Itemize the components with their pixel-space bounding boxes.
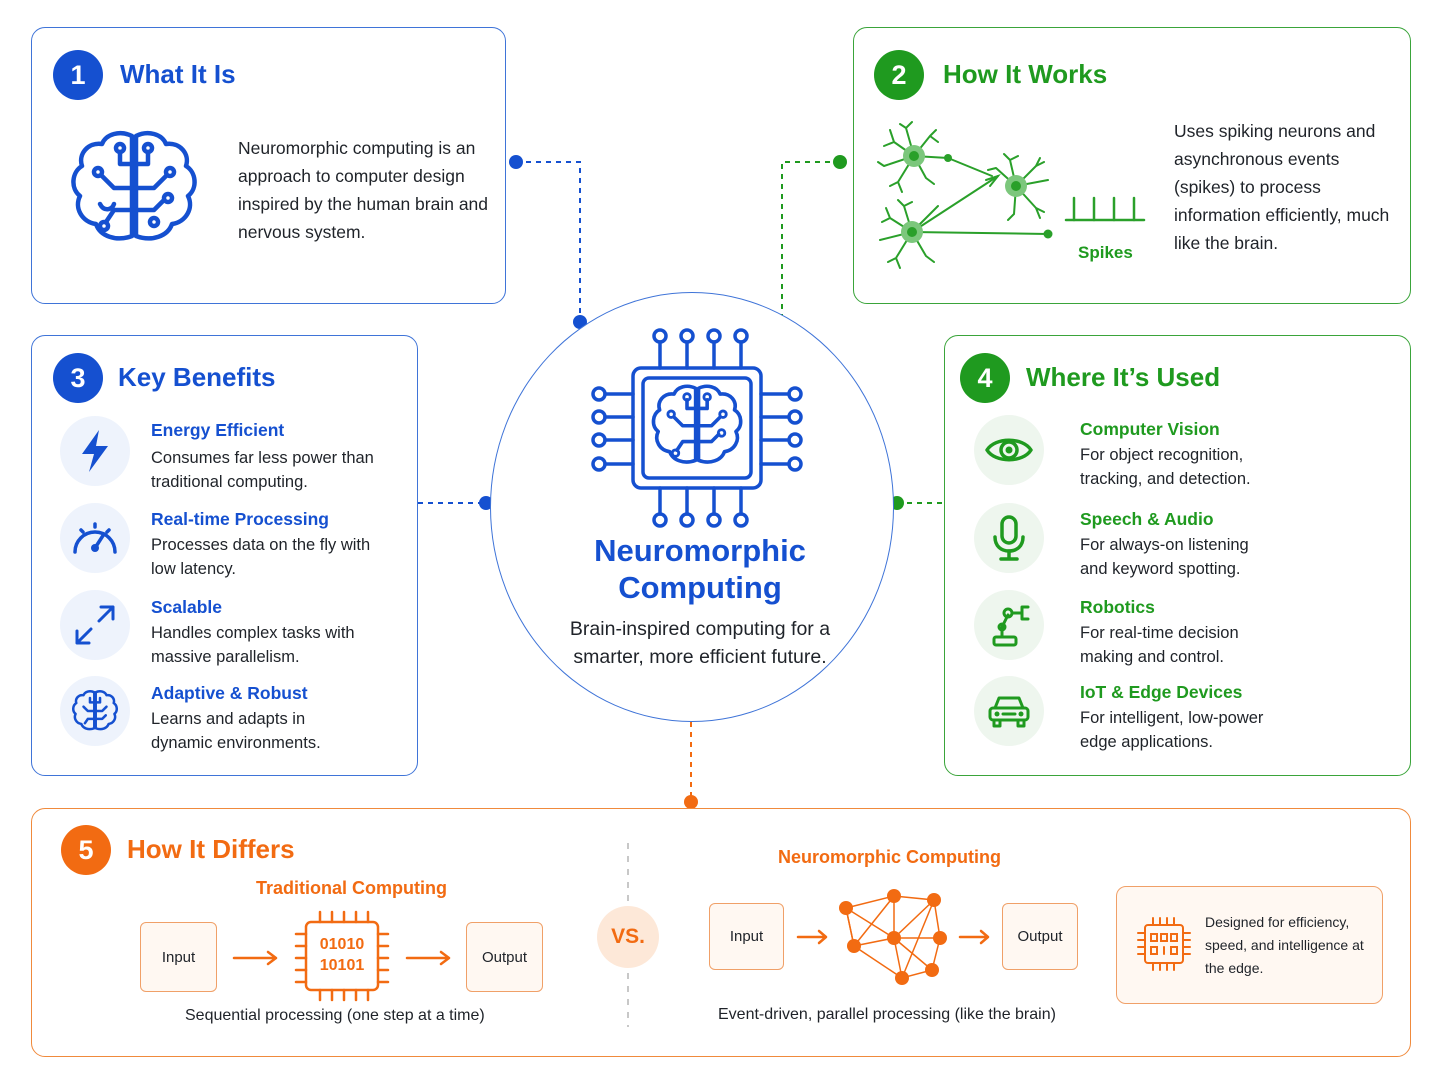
cpu-chip-icon	[294, 910, 390, 1002]
chip-icon	[1137, 917, 1191, 971]
use-title: Computer Vision	[1080, 419, 1220, 439]
what-it-is-card	[31, 27, 506, 304]
use-icon-bg-1	[974, 415, 1044, 485]
benefit-scalable: Scalable Handles complex tasks with mass…	[151, 595, 401, 669]
use-icon-bg-2	[974, 503, 1044, 573]
arrow-right-icon	[232, 950, 278, 966]
expand-arrows-icon	[75, 605, 115, 645]
benefit-title: Real-time Processing	[151, 509, 329, 529]
key-benefits-title: Key Benefits	[118, 362, 276, 392]
benefit-title: Energy Efficient	[151, 420, 285, 440]
arrow-right-icon	[796, 929, 828, 945]
use-title: Speech & Audio	[1080, 509, 1214, 529]
use-title: Robotics	[1080, 597, 1155, 617]
benefit-desc: Consumes far less power than traditional…	[151, 449, 374, 491]
traditional-caption: Sequential processing (one step at a tim…	[185, 1007, 485, 1024]
center-subtitle: Brain-inspired computing for a smarter, …	[569, 618, 831, 668]
what-it-is-text: Neuromorphic computing is an approach to…	[238, 138, 489, 242]
neuromorphic-input-box: Input	[709, 903, 784, 970]
robot-arm-icon	[992, 605, 1030, 647]
chip-binary-line-1: 01010	[319, 936, 365, 953]
benefit-real-time-processing: Real-time Processing Processes data on t…	[151, 507, 401, 581]
benefit-adaptive-robust: Adaptive & Robust Learns and adapts in d…	[151, 681, 401, 755]
benefit-title: Scalable	[151, 597, 223, 617]
use-desc: For always-on listening and keyword spot…	[1080, 536, 1249, 578]
traditional-title: Traditional Computing	[256, 878, 447, 898]
benefit-icon-bg-3	[60, 590, 130, 660]
section-number-3: 3	[53, 353, 103, 403]
spikes-icon	[1064, 196, 1146, 222]
edge-note-card: Designed for efficiency, speed, and inte…	[1116, 886, 1383, 1004]
speedometer-icon	[73, 522, 117, 554]
benefit-icon-bg-1	[60, 416, 130, 486]
microphone-icon	[993, 515, 1025, 561]
use-iot-edge: IoT & Edge Devices For intelligent, low-…	[1080, 680, 1400, 754]
section-number-2: 2	[874, 50, 924, 100]
benefit-icon-bg-2	[60, 503, 130, 573]
use-speech-audio: Speech & Audio For always-on listening a…	[1080, 507, 1400, 581]
connector-what-it-is	[516, 161, 581, 322]
neuromorphic-title: Neuromorphic Computing	[778, 847, 1001, 867]
chip-binary-line-2: 10101	[319, 957, 365, 974]
how-it-differs-title: How It Differs	[127, 834, 295, 864]
how-it-works-text: Uses spiking neurons and asynchronous ev…	[1174, 121, 1390, 253]
benefit-title: Adaptive & Robust	[151, 683, 308, 703]
benefit-energy-efficient: Energy Efficient Consumes far less power…	[151, 418, 401, 494]
where-used-title: Where It’s Used	[1026, 362, 1221, 392]
section-number-5: 5	[61, 825, 111, 875]
use-title: IoT & Edge Devices	[1080, 682, 1243, 702]
eye-icon	[985, 438, 1033, 462]
benefit-desc: Learns and adapts in dynamic environment…	[151, 710, 321, 752]
use-robotics: Robotics For real-time decision making a…	[1080, 595, 1400, 669]
benefit-desc: Handles complex tasks with massive paral…	[151, 624, 355, 666]
neural-network-icon	[839, 889, 947, 985]
neuromorphic-chip-icon	[591, 328, 803, 528]
spikes-label: Spikes	[1078, 243, 1133, 262]
use-icon-bg-4	[974, 676, 1044, 746]
use-desc: For object recognition, tracking, and de…	[1080, 446, 1251, 488]
brain-icon	[72, 690, 118, 731]
edge-note-text: Designed for efficiency, speed, and inte…	[1205, 914, 1364, 976]
benefit-icon-bg-4	[60, 676, 130, 746]
how-it-works-card	[853, 27, 1411, 304]
vs-badge: VS.	[597, 906, 659, 968]
arrow-right-icon	[958, 929, 990, 945]
traditional-output-box: Output	[466, 922, 543, 992]
use-desc: For intelligent, low-power edge applicat…	[1080, 709, 1264, 751]
connector-how-it-works	[781, 161, 840, 322]
use-desc: For real-time decision making and contro…	[1080, 624, 1239, 666]
section-number-4: 4	[960, 353, 1010, 403]
center-title: Neuromorphic Computing	[594, 533, 806, 605]
benefit-desc: Processes data on the fly with low laten…	[151, 536, 371, 578]
what-it-is-title: What It Is	[120, 59, 236, 89]
neuromorphic-caption: Event-driven, parallel processing (like …	[718, 1006, 1056, 1023]
use-computer-vision: Computer Vision For object recognition, …	[1080, 417, 1400, 491]
car-icon	[988, 696, 1030, 728]
neuromorphic-output-box: Output	[1002, 903, 1078, 970]
section-number-1: 1	[53, 50, 103, 100]
how-it-works-title: How It Works	[943, 59, 1108, 89]
traditional-input-box: Input	[140, 922, 217, 992]
center-circle	[490, 292, 894, 722]
arrow-right-icon	[405, 950, 451, 966]
neuron-network-icon	[877, 121, 1053, 269]
lightning-icon	[82, 430, 108, 472]
use-icon-bg-3	[974, 590, 1044, 660]
brain-icon	[71, 131, 197, 241]
